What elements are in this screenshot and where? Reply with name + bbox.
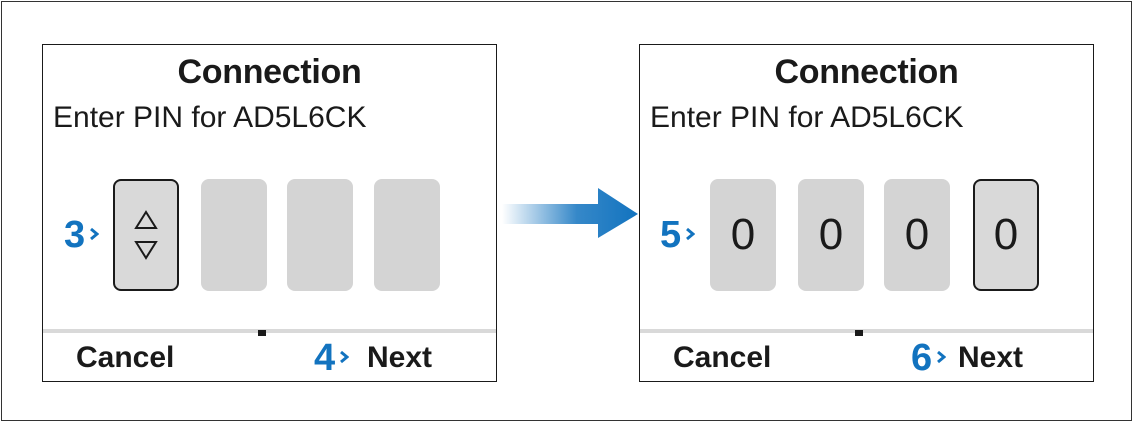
callout-number: 4 — [314, 337, 336, 379]
callout-number: 3 — [64, 214, 86, 256]
pin-prompt: Enter PIN for AD5L6CK — [650, 101, 964, 134]
pin-digit-3[interactable] — [287, 179, 353, 291]
pin-digit-1-active[interactable] — [113, 179, 179, 291]
callout-step-6: 6 — [911, 337, 947, 380]
pin-digit-1[interactable]: 0 — [710, 179, 776, 291]
chevron-right-icon — [937, 350, 947, 363]
pin-digit-4-active[interactable]: 0 — [973, 179, 1039, 291]
softkey-separator — [855, 330, 863, 336]
device-screen-after: Connection Enter PIN for AD5L6CK 0 0 0 0… — [639, 44, 1094, 382]
chevron-right-icon — [90, 227, 100, 240]
screen-title: Connection — [177, 53, 362, 91]
pin-digit-2[interactable] — [201, 179, 267, 291]
callout-step-5: 5 — [660, 214, 696, 257]
callout-step-4: 4 — [314, 337, 350, 380]
pin-digit-2[interactable]: 0 — [798, 179, 864, 291]
pin-digit-3[interactable]: 0 — [884, 179, 950, 291]
chevron-right-icon — [340, 350, 350, 363]
softkey-divider — [43, 329, 496, 333]
callout-number: 5 — [660, 214, 682, 256]
device-screen-before: Connection Enter PIN for AD5L6CK Cancel … — [42, 44, 497, 382]
callout-number: 6 — [911, 337, 933, 379]
screen-title: Connection — [774, 53, 959, 91]
pin-prompt: Enter PIN for AD5L6CK — [53, 101, 367, 134]
chevron-right-icon — [686, 227, 696, 240]
down-arrow-icon — [134, 241, 158, 260]
up-down-arrows-icon — [134, 210, 158, 260]
next-button[interactable]: Next — [367, 341, 433, 374]
next-button[interactable]: Next — [958, 341, 1024, 374]
softkey-divider — [640, 329, 1093, 333]
right-arrow-icon — [502, 188, 638, 238]
up-arrow-icon — [134, 210, 158, 229]
callout-step-3: 3 — [64, 214, 100, 257]
cancel-button[interactable]: Cancel — [76, 341, 175, 374]
pin-digit-4[interactable] — [374, 179, 440, 291]
softkey-separator — [258, 330, 266, 336]
cancel-button[interactable]: Cancel — [673, 341, 772, 374]
